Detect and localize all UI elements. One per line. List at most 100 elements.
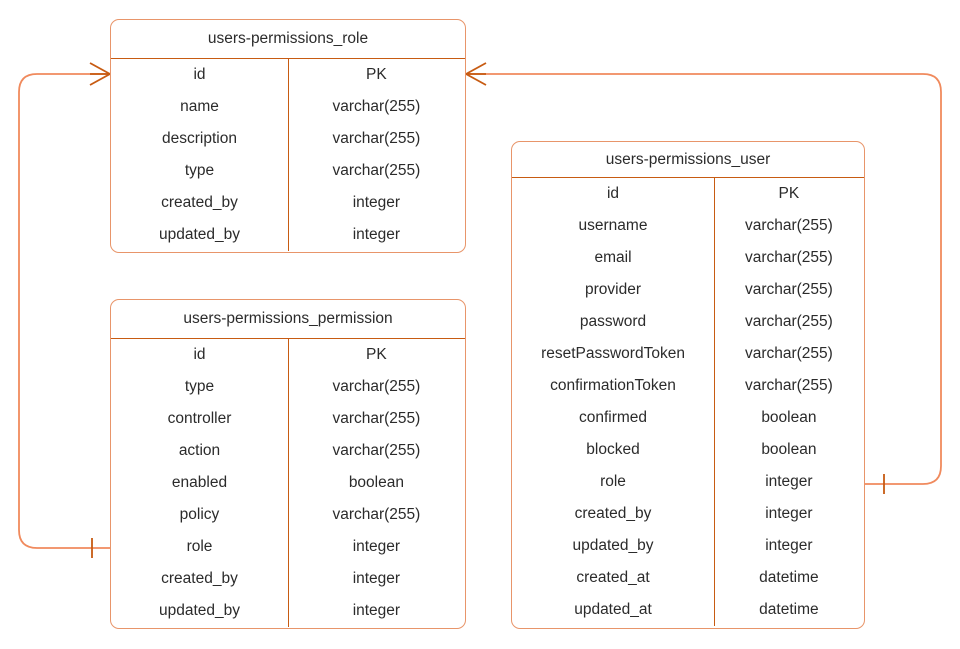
er-field-name: created_at [512,562,715,594]
er-field-name: enabled [111,467,289,499]
er-field-name: updated_by [111,595,289,627]
er-row[interactable]: updated_at datetime [512,594,864,626]
er-row[interactable]: confirmed boolean [512,402,864,434]
er-table-body: id PK username varchar(255) email varchar(255… [512,178,864,626]
er-field-type: varchar(255) [744,217,833,234]
er-field-name: type [111,155,289,187]
er-field-type: varchar(255) [332,442,421,459]
er-row[interactable]: created_by integer [111,187,465,219]
er-field-type: integer [352,538,401,555]
er-field-name: provider [512,274,715,306]
er-field-name: username [512,210,715,242]
er-field-type: boolean [761,441,817,458]
er-field-type: varchar(255) [744,345,833,362]
er-field-name: resetPasswordToken [512,338,715,370]
er-field-name: email [512,242,715,274]
er-field-type: integer [765,537,813,554]
er-table-title: users-permissions_user [512,142,864,178]
er-field-type: integer [352,602,401,619]
er-field-name: description [111,123,289,155]
er-field-name: role [512,466,715,498]
er-field-name: policy [111,499,289,531]
er-field-type: varchar(255) [744,249,833,266]
er-row[interactable]: created_at datetime [512,562,864,594]
er-field-name: id [111,339,289,371]
crowsfoot-prong [465,73,487,86]
er-row[interactable]: id PK [111,59,465,91]
er-table-body: id PK type varchar(255) controller varchar(25… [111,339,465,627]
er-field-name: action [111,435,289,467]
er-row[interactable]: type varchar(255) [111,155,465,187]
er-field-name: updated_by [111,219,289,251]
er-field-type: boolean [348,474,404,491]
er-row[interactable]: updated_by integer [111,219,465,251]
er-field-type: PK [366,346,387,363]
er-row[interactable]: action varchar(255) [111,435,465,467]
er-field-name: blocked [512,434,715,466]
er-field-type: integer [352,194,401,211]
er-field-type: datetime [759,601,819,618]
er-field-type: varchar(255) [744,313,833,330]
er-field-name: confirmed [512,402,715,434]
crowsfoot-marker-role-right [465,62,487,86]
er-row[interactable]: type varchar(255) [111,371,465,403]
er-row[interactable]: confirmationToken varchar(255) [512,370,864,402]
er-row[interactable]: policy varchar(255) [111,499,465,531]
er-field-type: integer [765,473,813,490]
er-field-name: type [111,371,289,403]
er-field-name: created_by [111,563,289,595]
er-field-type: varchar(255) [332,410,421,427]
er-field-name: updated_at [512,594,715,626]
er-row[interactable]: blocked boolean [512,434,864,466]
crowsfoot-prong [89,73,111,86]
er-field-type: PK [366,66,387,83]
er-field-name: name [111,91,289,123]
er-field-type: integer [765,505,813,522]
er-row[interactable]: id PK [111,339,465,371]
er-field-name: created_by [512,498,715,530]
er-field-name: confirmationToken [512,370,715,402]
er-row[interactable]: email varchar(255) [512,242,864,274]
er-field-name: id [111,59,289,91]
er-field-type: varchar(255) [744,281,833,298]
er-row[interactable]: updated_by integer [111,595,465,627]
er-field-type: PK [778,185,800,202]
er-field-name: role [111,531,289,563]
er-field-type: varchar(255) [332,378,421,395]
er-field-name: id [512,178,715,210]
er-field-type: integer [352,570,401,587]
er-table-title: users-permissions_role [111,20,465,59]
er-row[interactable]: resetPasswordToken varchar(255) [512,338,864,370]
er-field-type: varchar(255) [744,377,833,394]
er-row[interactable]: role integer [512,466,864,498]
er-row[interactable]: controller varchar(255) [111,403,465,435]
er-row[interactable]: role integer [111,531,465,563]
er-row[interactable]: created_by integer [111,563,465,595]
er-field-type: varchar(255) [332,130,421,147]
er-field-type: boolean [761,409,817,426]
er-row[interactable]: description varchar(255) [111,123,465,155]
er-field-name: created_by [111,187,289,219]
er-table-title: users-permissions_permission [111,300,465,339]
er-field-type: datetime [759,569,819,586]
er-row[interactable]: created_by integer [512,498,864,530]
er-field-type: integer [352,226,401,243]
er-row[interactable]: username varchar(255) [512,210,864,242]
er-row[interactable]: enabled boolean [111,467,465,499]
crowsfoot-marker-role-left [89,62,111,86]
crowsfoot-prong [465,62,487,75]
er-field-name: controller [111,403,289,435]
er-field-type: varchar(255) [332,162,421,179]
relationship-line-permission-role [18,73,110,549]
er-field-type: varchar(255) [332,506,421,523]
er-row[interactable]: id PK [512,178,864,210]
er-row[interactable]: provider varchar(255) [512,274,864,306]
